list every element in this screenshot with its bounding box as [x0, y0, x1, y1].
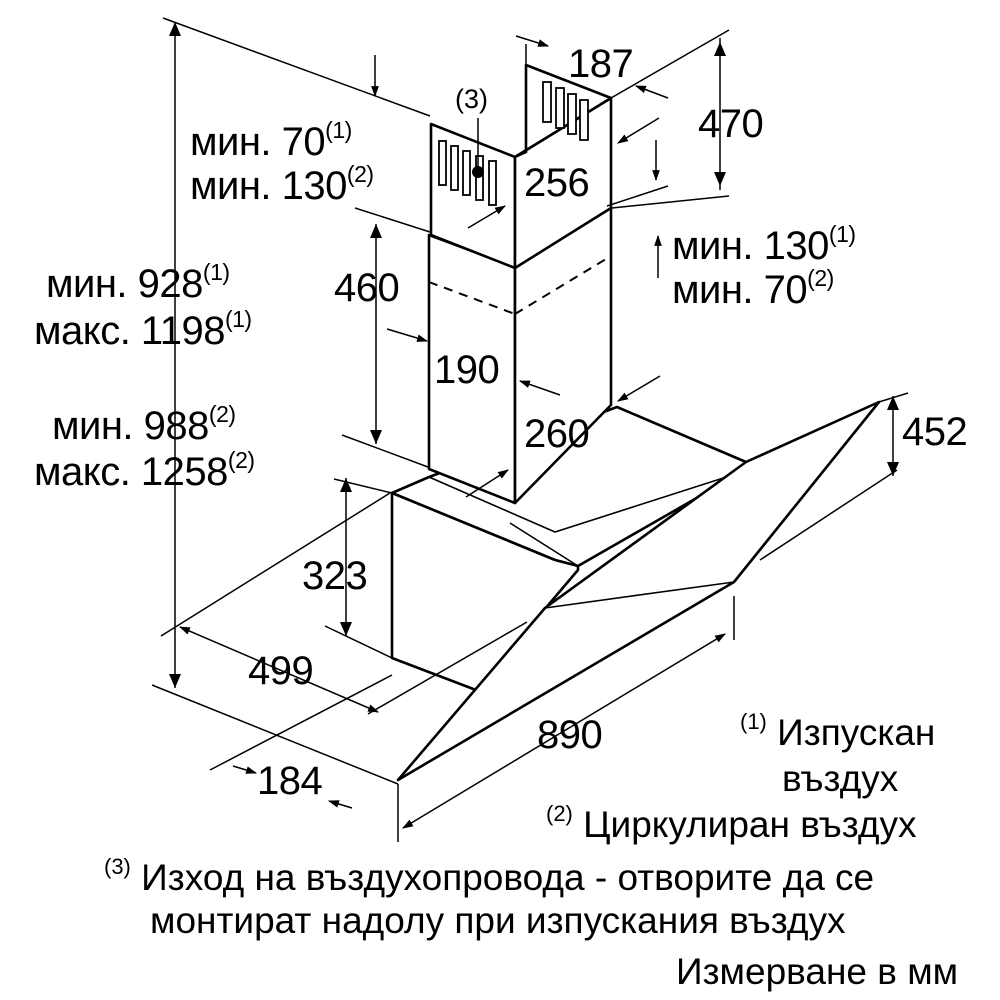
footnote-mark-1: (1): [828, 221, 856, 247]
footnote-mark-1: (1): [202, 259, 230, 285]
legend-note-2: (2) Циркулиран въздух: [546, 803, 917, 845]
legend-text-3a: Изход на въздухопровода - отворите да се: [141, 857, 875, 898]
dim-label-256: 256: [524, 161, 590, 205]
units-note: Измерване в мм: [676, 951, 959, 992]
dim-label-260: 260: [524, 412, 590, 456]
outlet-grille-side: [438, 140, 497, 206]
dim-label-187: 187: [568, 42, 634, 86]
height-max-1198-text: макс. 1198: [34, 309, 225, 353]
height-min-928: мин. 928(1): [46, 261, 230, 306]
legend-note-3: (3) Изход на въздухопровода - отворите д…: [104, 856, 875, 898]
dim-label-499: 499: [248, 649, 314, 693]
legend-text-2: Циркулиран въздух: [583, 804, 917, 845]
legend-note-1: (1) Изпускан: [740, 711, 936, 753]
legend-mark-2: (2): [546, 801, 573, 826]
outlet-clearance-min130: мин. 130(2): [190, 163, 374, 208]
height-min-988-text: мин. 988: [52, 404, 209, 448]
footnote-mark-2: (2): [227, 447, 255, 473]
footnote-mark-2: (2): [807, 265, 834, 291]
dim-label-184: 184: [257, 759, 323, 803]
lower-chimney: [427, 206, 613, 505]
dim-label-452: 452: [902, 410, 968, 454]
outlet-grille-top: [542, 81, 589, 141]
legend-note-3-line2: монтират надолу при изпускания въздух: [150, 900, 846, 941]
outlet-clearance-min70: мин. 70(1): [190, 119, 352, 164]
dim-label-470: 470: [698, 102, 764, 146]
dim-label-890: 890: [537, 713, 603, 757]
dim-label-323: 323: [302, 554, 368, 598]
inlet-clearance-min130-text: мин. 130: [672, 224, 829, 268]
outlet-clearance-min70-text: мин. 70: [190, 120, 326, 164]
height-max-1258: макс. 1258(2): [34, 449, 255, 494]
legend-text-1a: Изпускан: [777, 712, 936, 753]
dim-label-190: 190: [434, 348, 500, 392]
height-min-928-text: мин. 928: [46, 262, 203, 306]
footnote-mark-2: (2): [208, 401, 236, 427]
dim-label-460: 460: [334, 266, 400, 310]
height-max-1198: макс. 1198(1): [34, 308, 252, 353]
footnote-mark-1: (1): [325, 117, 352, 143]
legend-mark-1: (1): [740, 709, 767, 734]
callout-3-pointer: [472, 118, 484, 178]
callout-3-label: (3): [455, 84, 488, 114]
dimension-lines: [151, 17, 909, 842]
inlet-clearance-min70-text: мин. 70: [672, 268, 808, 312]
legend-mark-3: (3): [104, 854, 131, 879]
footnote-mark-2: (2): [346, 161, 374, 187]
outlet-clearance-min130-text: мин. 130: [190, 164, 347, 208]
footnote-mark-1: (1): [224, 306, 252, 332]
legend-note-1-line2: въздух: [782, 758, 899, 799]
inlet-clearance-min70: мин. 70(2): [672, 267, 834, 312]
inlet-clearance-min130: мин. 130(1): [672, 223, 856, 268]
height-min-988: мин. 988(2): [52, 403, 236, 448]
height-max-1258-text: макс. 1258: [34, 450, 228, 494]
